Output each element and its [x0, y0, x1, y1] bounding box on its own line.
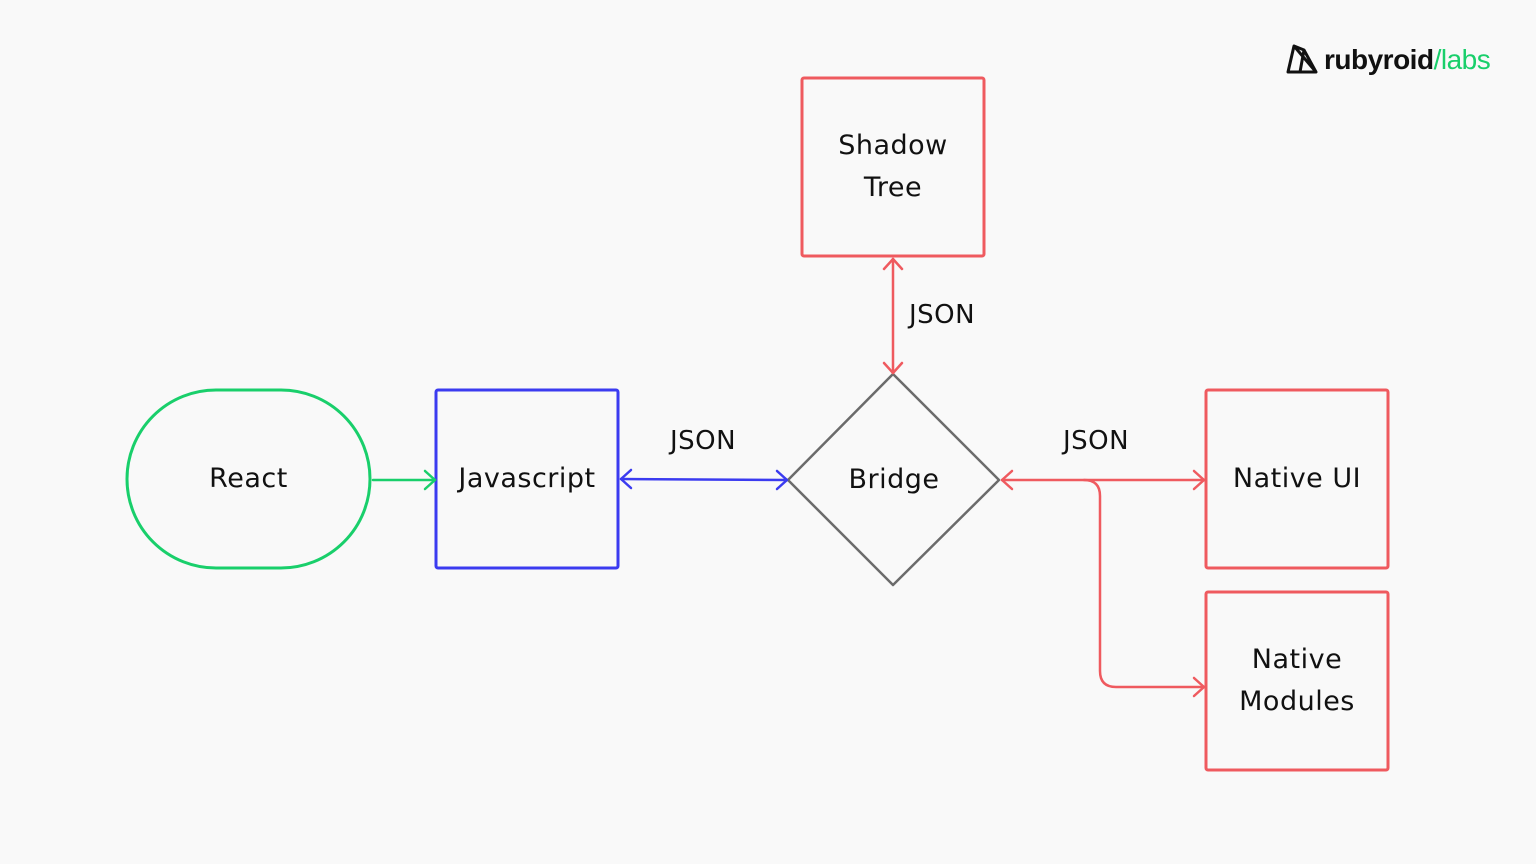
- logo-accent: /labs: [1433, 44, 1491, 75]
- javascript-bridge-arrow: [619, 468, 789, 491]
- native-modules-node-shape: [1204, 590, 1390, 772]
- bridge-node-shape: [786, 372, 1001, 587]
- javascript-label: Javascript: [458, 463, 596, 494]
- bridge-native-modules-arrow: [1082, 478, 1206, 698]
- bridge-shadow-tree-arrow: [882, 257, 904, 375]
- bridge-label: Bridge: [848, 464, 940, 495]
- native-ui-label: Native UI: [1232, 463, 1362, 494]
- logo-wordmark: rubyroid: [1324, 44, 1434, 75]
- native-ui-node-shape: [1204, 388, 1390, 570]
- bridge-shadow-edge-label: JSON: [909, 300, 976, 330]
- js-bridge-edge-label: JSON: [670, 426, 737, 456]
- react-label: React: [209, 463, 288, 494]
- bridge-native-ui-arrow: [1000, 469, 1206, 491]
- react-to-javascript-arrow: [371, 469, 437, 491]
- shadow-tree-label: Shadow Tree: [838, 130, 948, 203]
- bridge-native-edge-label: JSON: [1063, 426, 1130, 456]
- react-node-shape: [125, 388, 372, 570]
- rubyroid-labs-logo: rubyroid /labs: [1284, 42, 1491, 78]
- javascript-node-shape: [434, 388, 620, 570]
- ruby-gem-icon: [1286, 44, 1318, 74]
- native-modules-label: Native Modules: [1239, 644, 1355, 717]
- shadow-tree-node-shape: [800, 76, 986, 258]
